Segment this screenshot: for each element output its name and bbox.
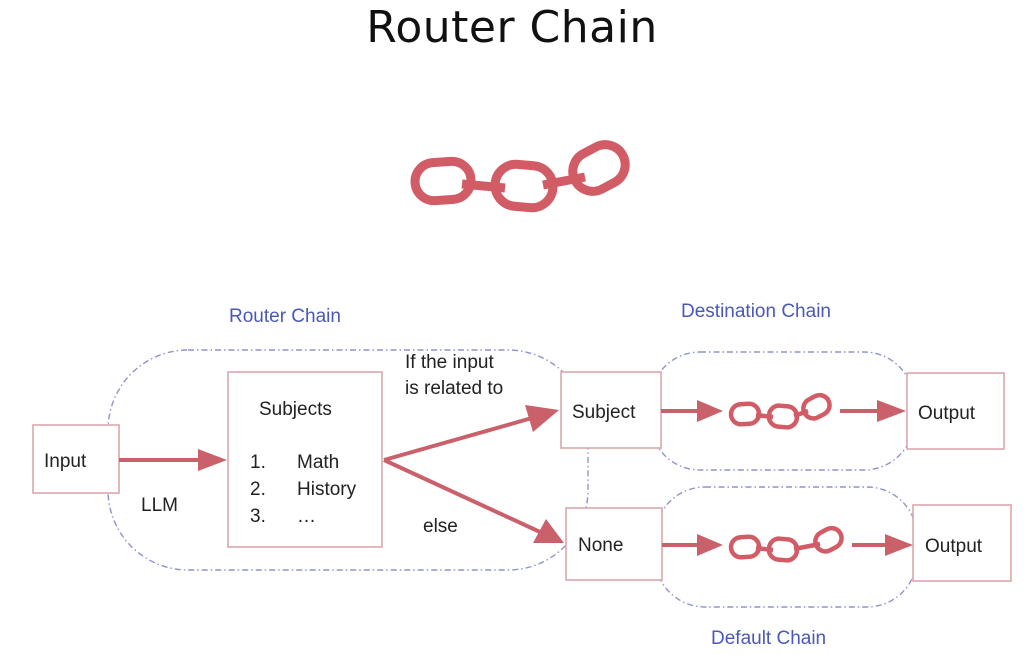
none-label: None: [578, 535, 623, 556]
output-bottom-node: Output: [912, 504, 1012, 582]
subject-item-num: 2.: [250, 479, 266, 500]
chain-link-icon: [410, 140, 630, 213]
arrow-subjects-to-none: [383, 458, 564, 543]
destination-chain-label: Destination Chain: [681, 301, 831, 322]
llm-label: LLM: [141, 495, 178, 516]
subject-item-label: Math: [297, 452, 339, 473]
subject-label: Subject: [572, 402, 636, 423]
chain-link-1: [410, 156, 476, 206]
diagram-title: Router Chain: [366, 2, 658, 53]
router-chain-label: Router Chain: [229, 306, 341, 327]
chain-link-icon: [728, 392, 832, 430]
default-chain-group: [654, 486, 918, 608]
input-node: Input: [32, 424, 120, 494]
output-top-label: Output: [918, 403, 976, 424]
router-chain-group: [107, 349, 589, 571]
subject-node: Subject: [560, 371, 662, 449]
input-label: Input: [44, 451, 87, 472]
arrow-none-to-chain: [662, 534, 723, 556]
subjects-node: Subjects 1. Math 2. History 3. …: [227, 371, 383, 548]
chain-link-icon: [728, 525, 844, 563]
subjects-title: Subjects: [259, 399, 332, 420]
subject-item-num: 3.: [250, 506, 266, 527]
condition-label-line2: is related to: [405, 378, 503, 399]
condition-label-line1: If the input: [405, 352, 494, 373]
arrow-subject-to-chain: [661, 400, 723, 422]
subject-item-label: History: [297, 479, 357, 500]
arrow-input-to-subjects: [119, 449, 227, 471]
none-node: None: [565, 507, 663, 581]
arrow-chain-to-output-bottom: [852, 534, 913, 556]
arrow-subjects-to-subject: [383, 405, 559, 462]
chain-connector: [461, 179, 506, 193]
default-chain-label: Default Chain: [711, 628, 826, 649]
else-label: else: [423, 516, 458, 537]
subject-item-num: 1.: [250, 452, 266, 473]
subject-item-label: …: [297, 506, 316, 527]
output-top-node: Output: [906, 372, 1005, 450]
chain-connector: [542, 172, 586, 190]
chain-link-3: [568, 140, 630, 196]
arrow-chain-to-output-top: [840, 400, 906, 422]
output-bottom-label: Output: [925, 536, 983, 557]
